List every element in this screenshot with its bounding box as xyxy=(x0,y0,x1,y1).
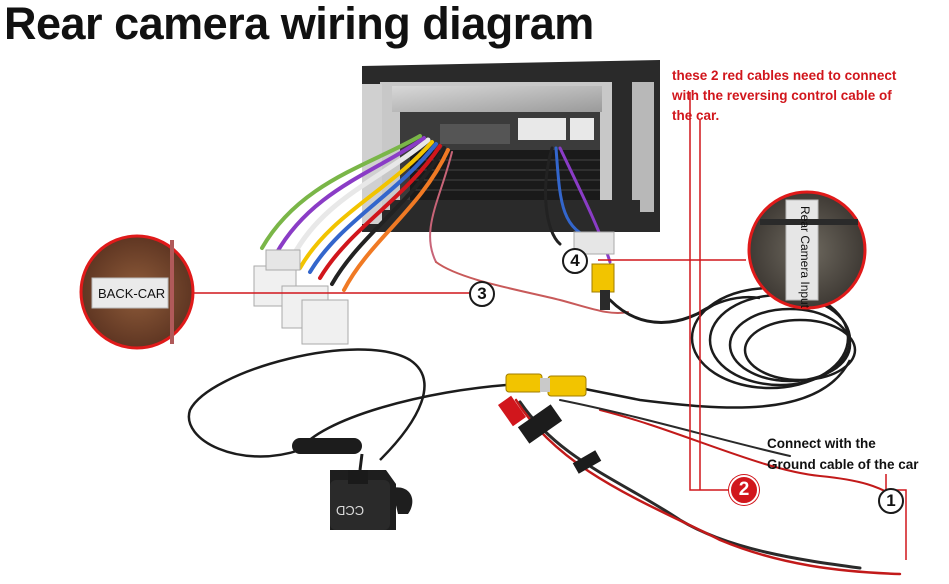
marker-3: 3 xyxy=(469,281,495,307)
back-car-zoom xyxy=(79,234,195,350)
camera-ccd-label: CCD xyxy=(336,503,365,518)
rear-camera-input-zoom xyxy=(747,190,867,310)
red-cable-note-line-2: with the reversing control cable of xyxy=(672,88,892,103)
marker-4: 4 xyxy=(562,248,588,274)
head-unit xyxy=(362,60,660,232)
pointer-lines xyxy=(190,92,907,560)
red-cable-note: these 2 red cables need to connect with … xyxy=(672,66,896,126)
back-car-label: BACK-CAR xyxy=(98,286,166,301)
marker-1: 1 xyxy=(878,488,904,514)
marker-2: 2 xyxy=(729,475,759,505)
harness-connectors xyxy=(253,231,615,345)
red-cable-note-line-3: the car. xyxy=(672,108,720,123)
wiring-harness xyxy=(260,134,722,324)
red-cable-note-line-1: these 2 red cables need to connect xyxy=(672,68,897,83)
power-lead xyxy=(497,395,902,576)
rear-camera xyxy=(330,453,413,530)
ground-note: Connect with the Ground cable of the car xyxy=(767,433,919,475)
camera-extension-cable xyxy=(187,286,857,461)
inline-filter xyxy=(292,438,362,454)
rear-camera-input-label: Rear Camera Input xyxy=(798,206,812,309)
rca-joint xyxy=(505,373,587,397)
rca-camera-input-plug xyxy=(591,263,615,310)
diagram-title: Rear camera wiring diagram xyxy=(4,0,594,49)
ground-note-line-2: Ground cable of the car xyxy=(767,457,919,472)
ground-note-line-1: Connect with the xyxy=(767,436,876,451)
